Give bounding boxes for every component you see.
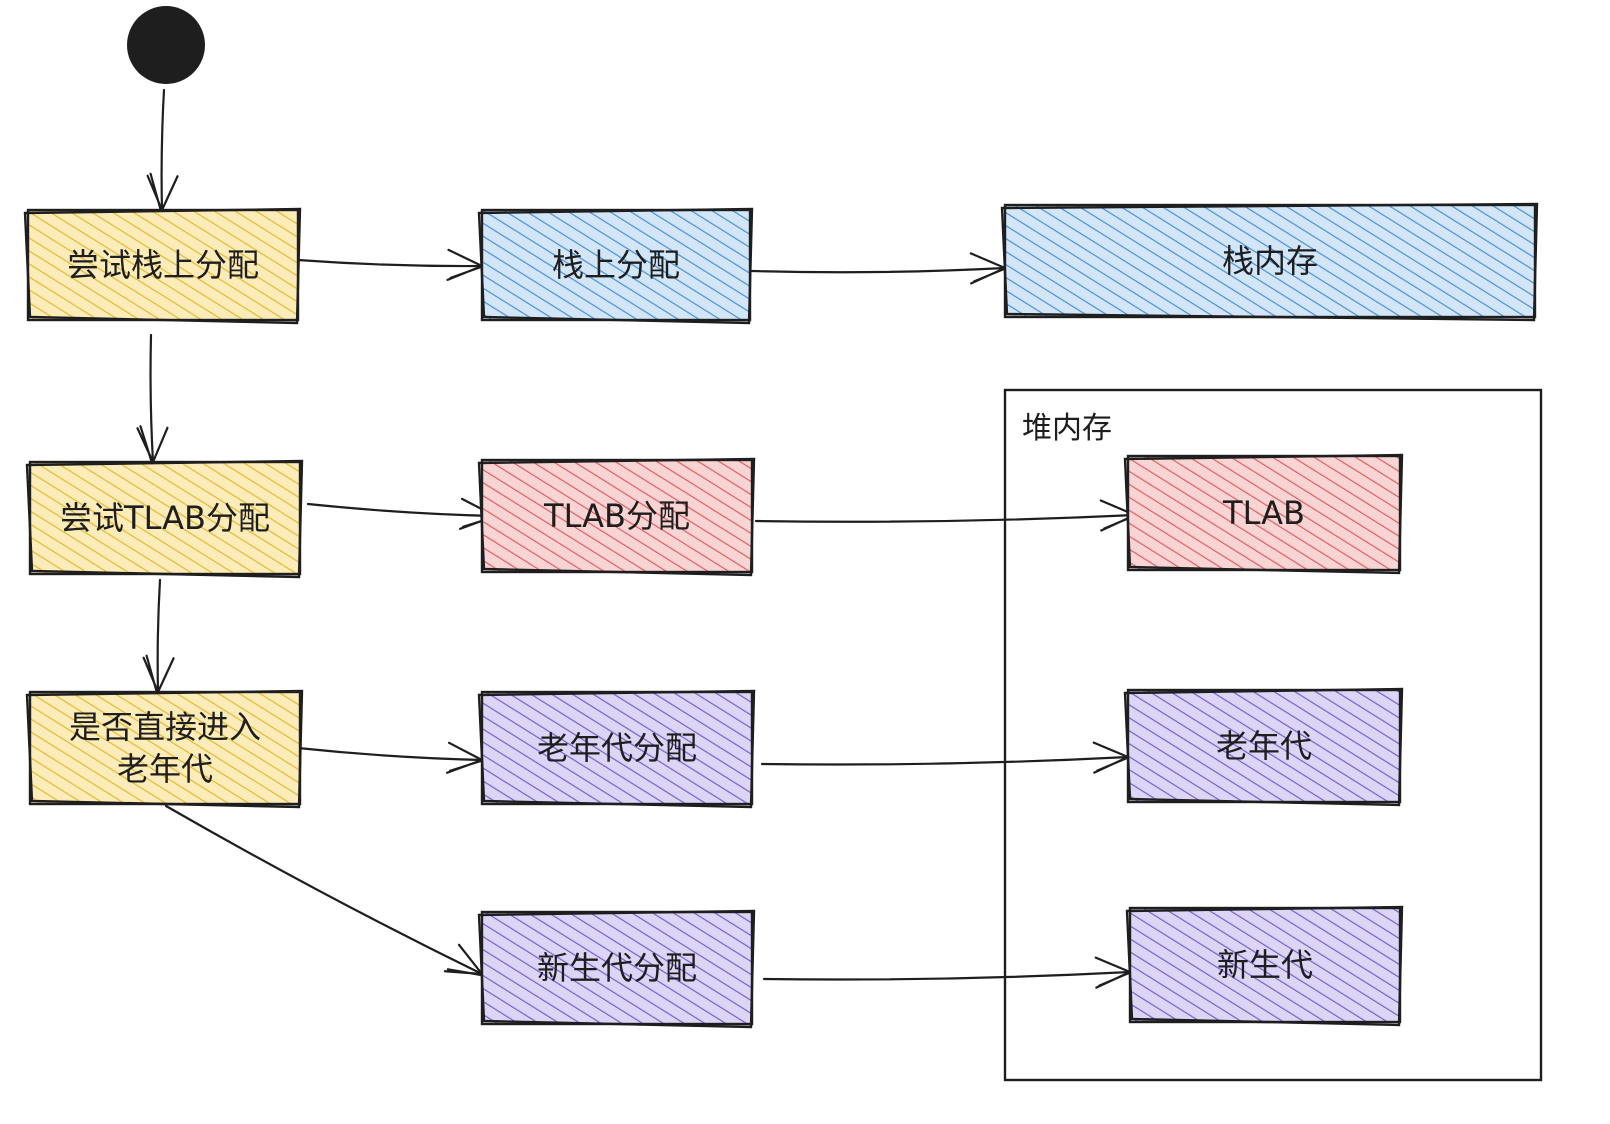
edges xyxy=(136,88,1137,989)
edge-try-tlab-to-direct-old xyxy=(142,578,175,695)
edge-try-stack-to-try-tlab xyxy=(136,333,169,465)
edge-line xyxy=(164,804,484,976)
edge-line xyxy=(760,755,1130,766)
node-fill xyxy=(1005,205,1535,317)
start-node xyxy=(127,6,205,84)
node-outline-sketch xyxy=(25,459,304,579)
arrowhead xyxy=(445,741,484,774)
edge-tlab-alloc-to-tlab xyxy=(754,499,1137,532)
node-label: 老年代 xyxy=(117,750,213,788)
node-old-alloc: 老年代分配 xyxy=(477,689,756,809)
node-young-alloc: 新生代分配 xyxy=(477,909,756,1029)
node-fill xyxy=(1128,456,1400,570)
edge-stack-alloc-to-stack-memory xyxy=(750,252,1007,285)
node-label: 新生代 xyxy=(1217,946,1313,984)
node-label: TLAB分配 xyxy=(543,497,690,535)
node-young-gen: 新生代 xyxy=(1125,905,1404,1027)
node-outline-sketch xyxy=(23,207,302,325)
edge-line xyxy=(750,266,1007,274)
node-fill xyxy=(28,210,298,320)
edge-line xyxy=(296,746,484,762)
edge-line xyxy=(156,578,162,694)
edge-line xyxy=(754,513,1137,523)
edge-line xyxy=(149,333,155,464)
nodes: 尝试栈上分配尝试TLAB分配是否直接进入老年代栈上分配TLAB分配老年代分配新生… xyxy=(23,202,1539,1029)
node-label: 栈内存 xyxy=(1222,242,1318,280)
edge-line xyxy=(296,258,484,268)
node-label: 新生代分配 xyxy=(537,949,697,987)
node-try-tlab: 尝试TLAB分配 xyxy=(25,459,304,579)
edge-try-tlab-to-tlab-alloc xyxy=(306,497,497,530)
node-outline-sketch xyxy=(477,689,756,809)
node-tlab: TLAB xyxy=(1123,453,1404,575)
node-fill xyxy=(30,692,300,804)
node-label: TLAB xyxy=(1222,494,1305,532)
edge-direct-old-to-young-alloc xyxy=(164,804,484,977)
node-outline-sketch xyxy=(477,207,754,325)
node-label: 栈上分配 xyxy=(552,246,680,284)
node-fill xyxy=(482,460,752,572)
node-stack-alloc: 栈上分配 xyxy=(477,207,754,325)
node-outline-sketch xyxy=(477,457,756,577)
node-fill xyxy=(482,912,752,1024)
node-outline-sketch xyxy=(25,689,304,809)
heap-memory-label: 堆内存 xyxy=(1022,411,1112,446)
node-fill xyxy=(482,692,752,804)
node-label: 老年代 xyxy=(1216,727,1312,765)
node-fill xyxy=(30,462,300,574)
node-outline-sketch xyxy=(1123,687,1404,807)
node-outline-sketch xyxy=(1125,905,1404,1027)
node-try-stack: 尝试栈上分配 xyxy=(23,207,302,325)
node-label: 尝试TLAB分配 xyxy=(60,499,270,537)
edge-direct-old-to-old-alloc xyxy=(296,741,484,774)
node-outline-sketch xyxy=(1123,453,1404,575)
edge-old-alloc-to-old-gen xyxy=(760,741,1130,774)
edge-line xyxy=(160,88,166,212)
node-label: 是否直接进入 xyxy=(69,708,261,746)
heap-memory-outline xyxy=(1003,388,1543,1082)
edge-start-to-try-stack xyxy=(146,88,179,213)
arrowhead xyxy=(446,248,484,281)
node-fill xyxy=(1128,690,1400,802)
edge-line xyxy=(762,970,1132,981)
heap-memory-group: 堆内存 xyxy=(1003,388,1543,1082)
node-tlab-alloc: TLAB分配 xyxy=(477,457,756,577)
node-fill xyxy=(1130,908,1400,1022)
edge-try-stack-to-stack-alloc xyxy=(296,248,484,281)
node-outline-sketch xyxy=(1000,202,1539,322)
node-old-gen: 老年代 xyxy=(1123,687,1404,807)
node-outline-sketch xyxy=(477,909,756,1029)
node-fill xyxy=(482,210,750,320)
edge-young-alloc-to-young-gen xyxy=(762,956,1132,989)
node-stack-memory: 栈内存 xyxy=(1000,202,1539,322)
node-label: 老年代分配 xyxy=(537,729,697,767)
edge-line xyxy=(306,502,497,518)
node-label: 尝试栈上分配 xyxy=(67,246,259,284)
